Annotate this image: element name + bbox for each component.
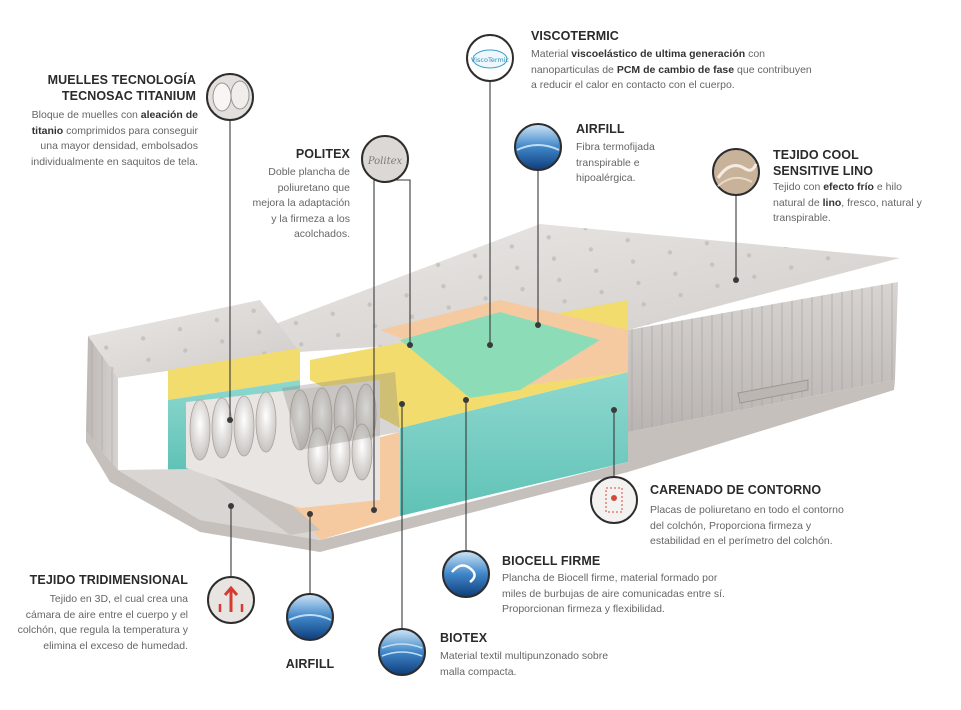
biotex-title: BIOTEX	[440, 631, 488, 645]
mattress-handle	[737, 379, 809, 404]
tejido-3d-description: Tejido en 3D, el cual crea una cámara de…	[17, 593, 188, 652]
airfill-fiber-icon	[514, 123, 562, 171]
carenado-description: Placas de poliuretano en todo el contorn…	[650, 504, 844, 547]
contour-frame-icon	[590, 476, 638, 524]
linen-fabric-icon	[712, 148, 760, 196]
3d-fabric-airflow-icon	[207, 576, 255, 624]
politex-foam-icon: Politex	[361, 135, 409, 183]
svg-text:Politex: Politex	[367, 156, 403, 167]
biocell-layer	[400, 372, 628, 516]
biotex-description: Material textil multipunzonado sobre mal…	[440, 650, 609, 678]
pocket-springs-block	[186, 372, 400, 508]
airfill-fiber-icon-bottom	[286, 593, 334, 641]
svg-text:ViscoTermic: ViscoTermic	[471, 56, 510, 64]
carenado-title: CARENADO DE CONTORNO	[650, 483, 822, 497]
biocell-description: Plancha de Biocell firme, material forma…	[502, 572, 725, 615]
viscotermic-title: VISCOTERMIC	[531, 29, 619, 43]
tejido-cool-description: Tejido con efecto frío e hilo natural de…	[773, 181, 922, 224]
tejido-3d-title: TEJIDO TRIDIMENSIONAL	[29, 573, 188, 587]
muelles-title: MUELLES TECNOLOGÍA TECNOSAC TITANIUM	[47, 73, 196, 103]
spring-coil-icon	[206, 73, 254, 121]
airfill-top-description: Fibra termofijada transpirable e hipoalé…	[576, 141, 655, 184]
tejido-cool-title: TEJIDO COOL SENSITIVE LINO	[773, 148, 874, 178]
airfill-layer	[400, 312, 600, 398]
biotex-mesh-icon	[378, 628, 426, 676]
biocell-title: BIOCELL FIRME	[502, 554, 601, 568]
viscotermic-logo-icon: ViscoTermic	[466, 34, 514, 82]
politex-title: POLITEX	[295, 147, 350, 161]
politex-description: Doble plancha de poliuretano que mejora …	[252, 166, 350, 240]
muelles-description: Bloque de muelles con aleación de titani…	[31, 109, 198, 168]
biocell-foam-icon	[442, 550, 490, 598]
viscotermic-description: Material viscoelástico de ultima generac…	[531, 48, 812, 91]
mattress-side-ribs	[628, 282, 898, 432]
airfill-top-title: AIRFILL	[576, 122, 625, 136]
airfill-bottom-title: AIRFILL	[285, 657, 335, 671]
